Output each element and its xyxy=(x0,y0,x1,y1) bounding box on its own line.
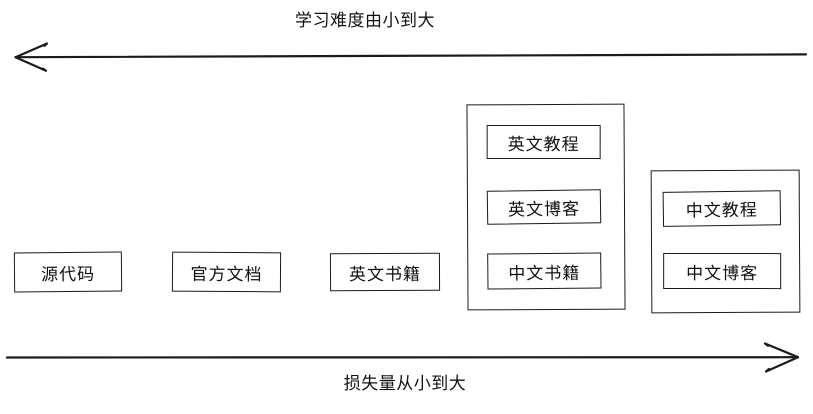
top-left-arrow-icon xyxy=(14,42,808,72)
group-container-one[interactable]: 英文教程 英文博客 中文书籍 xyxy=(466,103,626,311)
node-official-docs[interactable]: 官方文档 xyxy=(171,251,282,293)
node-chinese-tutorials[interactable]: 中文教程 xyxy=(662,190,782,227)
node-english-tutorials[interactable]: 英文教程 xyxy=(486,124,601,160)
bottom-axis-label: 损失量从小到大 xyxy=(343,374,467,393)
node-chinese-books[interactable]: 中文书籍 xyxy=(487,252,602,290)
node-english-books[interactable]: 英文书籍 xyxy=(329,252,441,292)
node-chinese-blogs[interactable]: 中文博客 xyxy=(663,252,782,290)
group-container-two[interactable]: 中文教程 中文博客 xyxy=(650,169,801,314)
top-axis-label: 学习难度由小到大 xyxy=(295,11,435,30)
node-source-code[interactable]: 源代码 xyxy=(13,251,123,293)
bottom-right-arrow-icon xyxy=(5,342,800,373)
node-english-blogs[interactable]: 英文博客 xyxy=(486,189,602,225)
